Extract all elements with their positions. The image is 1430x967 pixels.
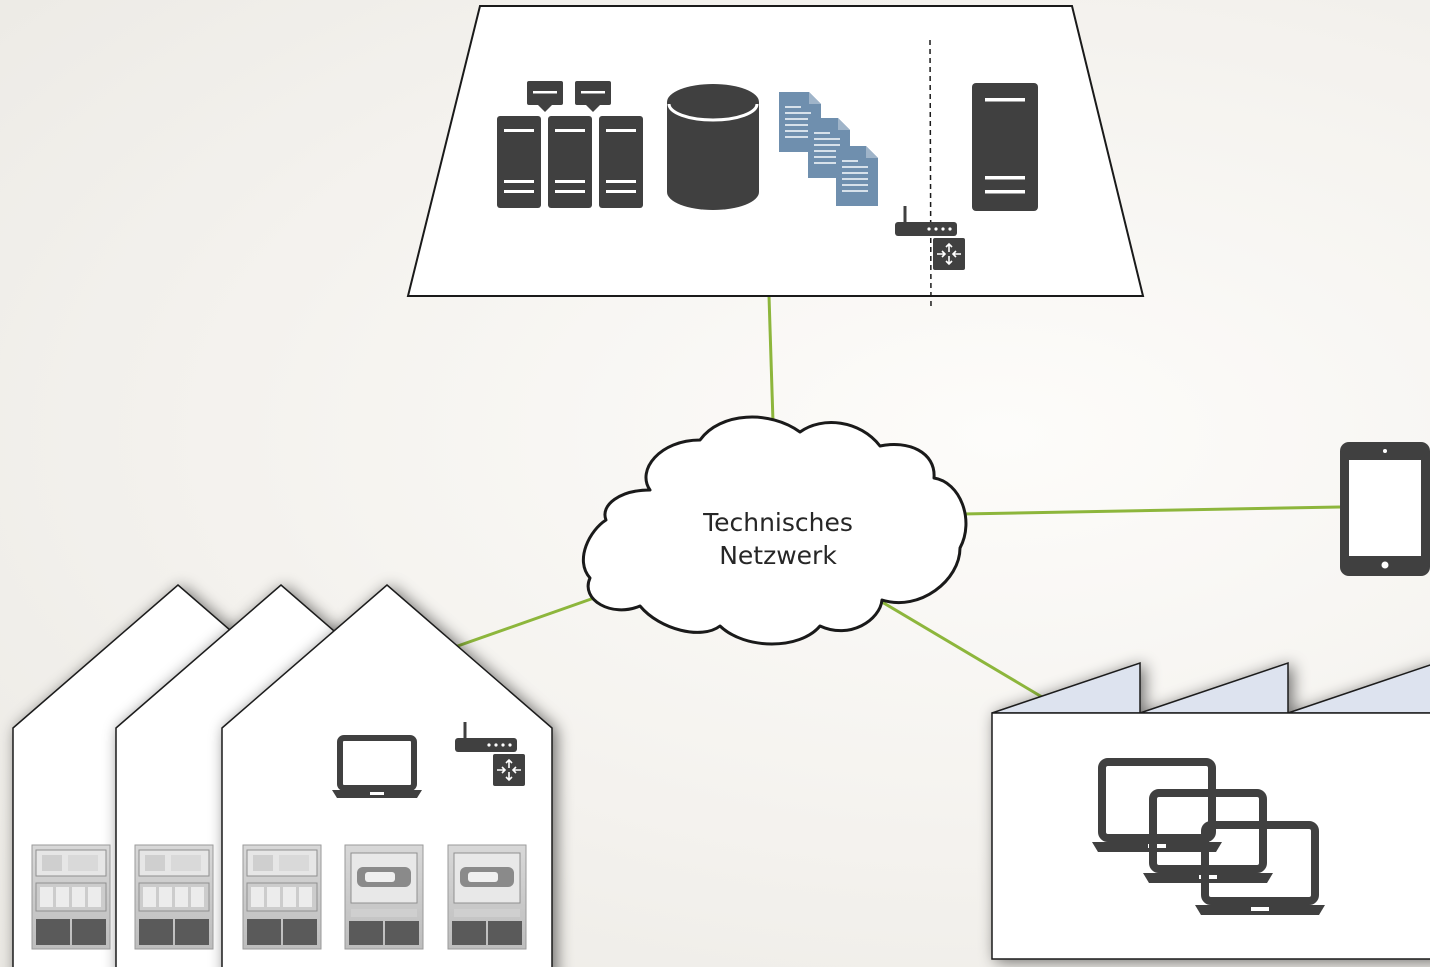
houses <box>12 584 553 967</box>
line-cloud-factory <box>881 600 1043 699</box>
connection-lines <box>451 295 1341 699</box>
tablet-icon <box>1340 442 1430 576</box>
line-datacenter-cloud <box>767 295 775 423</box>
datacenter <box>406 5 1145 311</box>
line-cloud-houses <box>451 596 595 650</box>
electrical-cabinet-icon <box>242 844 322 950</box>
server-icon <box>972 83 1038 211</box>
dmz-separator <box>929 39 932 311</box>
electrical-cabinet-icon <box>447 844 527 950</box>
electrical-cabinet-icon <box>344 844 424 950</box>
database-icon <box>667 84 759 210</box>
electrical-cabinet-icon <box>31 844 111 950</box>
server-cluster-icon <box>497 81 643 208</box>
network-cloud <box>581 415 968 646</box>
network-label-line2: Netzwerk <box>719 541 837 570</box>
electrical-cabinet-icon <box>134 844 214 950</box>
network-cloud-label: Technisches Netzwerk <box>648 506 908 572</box>
line-cloud-tablet <box>961 505 1341 516</box>
network-label-line1: Technisches <box>703 508 853 537</box>
factory <box>991 661 1430 960</box>
